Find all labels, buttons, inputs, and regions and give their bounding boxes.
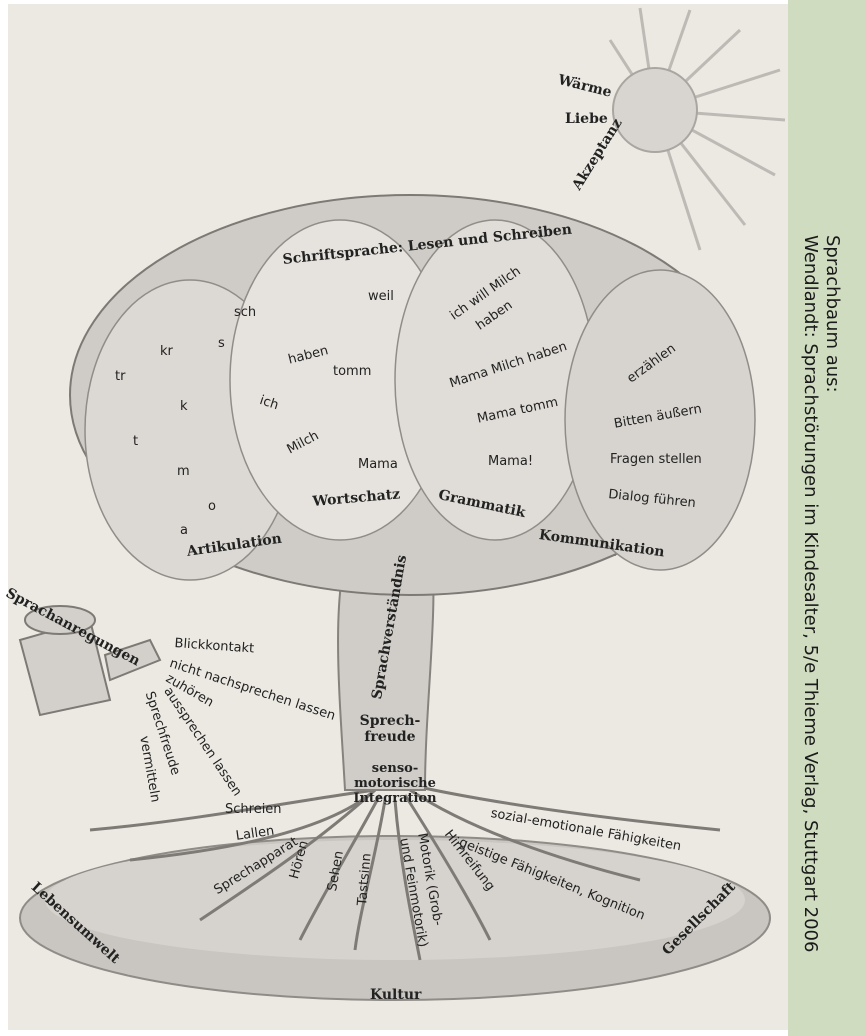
word-weil: weil: [368, 290, 394, 303]
sound-kr: kr: [160, 345, 173, 358]
sound-tr: tr: [115, 370, 125, 383]
sound-t: t: [133, 435, 138, 448]
sound-sch: sch: [234, 306, 256, 319]
comm-fragen-stellen: Fragen stellen: [610, 453, 702, 466]
sound-a: a: [180, 524, 188, 537]
sound-s: s: [218, 337, 225, 350]
sound-k: k: [180, 400, 188, 413]
crown-shape: [70, 195, 755, 595]
sun-label-liebe: Liebe: [565, 112, 608, 126]
sound-m: m: [177, 465, 190, 478]
word-mama: Mama: [358, 458, 398, 471]
root-schreien: Schreien: [225, 803, 282, 816]
phrase-mama: Mama!: [488, 455, 533, 468]
sound-o: o: [208, 500, 216, 513]
citation-line-1: Sprachbaum aus:: [822, 235, 843, 393]
ground-kultur: Kultur: [370, 988, 421, 1002]
citation-line-2: Wendlandt: Sprachstörungen im Kindesalte…: [800, 235, 821, 952]
word-tomm: tomm: [333, 365, 371, 378]
label-sprechfreude: Sprech- freude: [355, 713, 425, 745]
citation-side-panel: Sprachbaum aus: Wendlandt: Sprachstörung…: [788, 0, 865, 1036]
label-sensomotorische-integration: senso- motorische Integration: [340, 762, 450, 807]
